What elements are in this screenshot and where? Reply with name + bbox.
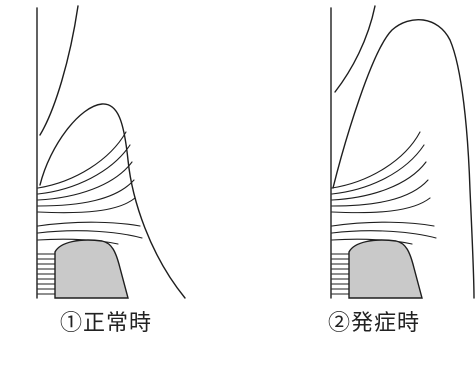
outer-contour-upper [40, 6, 78, 135]
stripe-lines [38, 254, 55, 294]
gray-structure [55, 240, 128, 298]
panel-onset [331, 6, 474, 298]
fiber-lines [332, 132, 436, 244]
panel-normal [37, 6, 185, 298]
caption-onset: ②発症時 [328, 313, 468, 335]
caption-normal: ①正常時 [60, 313, 210, 335]
stripe-lines [332, 254, 349, 294]
gray-structure [349, 240, 422, 298]
outer-contour-upper [335, 6, 375, 92]
